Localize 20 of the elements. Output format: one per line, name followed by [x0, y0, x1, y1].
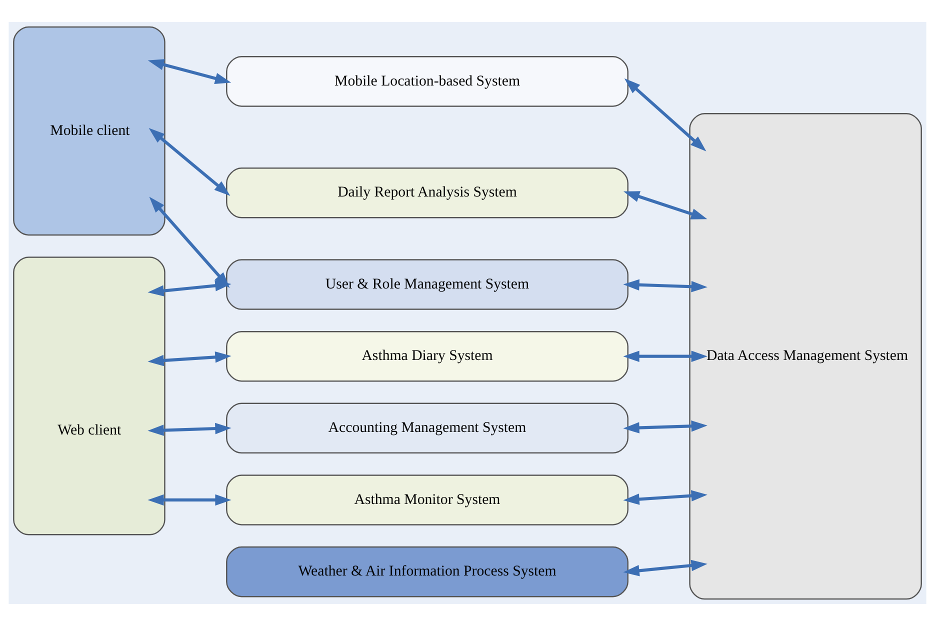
- node-box: Asthma Diary System: [226, 330, 628, 382]
- arrow: [623, 490, 708, 504]
- node-box: User & Role Management System: [226, 258, 628, 310]
- arrow: [623, 278, 708, 292]
- node-box: Accounting Management System: [226, 402, 628, 454]
- node-box: Mobile Location-based System: [226, 56, 628, 106]
- node-box: Daily Report Analysis System: [226, 167, 628, 218]
- arrow: [148, 494, 232, 506]
- arrow: [148, 280, 232, 296]
- arrow: [148, 58, 232, 84]
- arrow: [148, 350, 232, 366]
- arrow: [623, 420, 708, 433]
- arrow: [148, 422, 232, 436]
- node-box: Asthma Monitor System: [226, 474, 628, 525]
- arrow: [624, 78, 706, 151]
- arrow: [623, 559, 708, 576]
- node-box: Weather & Air Information Process System: [226, 546, 628, 597]
- arrow: [623, 350, 708, 362]
- arrow: [148, 127, 230, 196]
- arrow: [623, 190, 708, 219]
